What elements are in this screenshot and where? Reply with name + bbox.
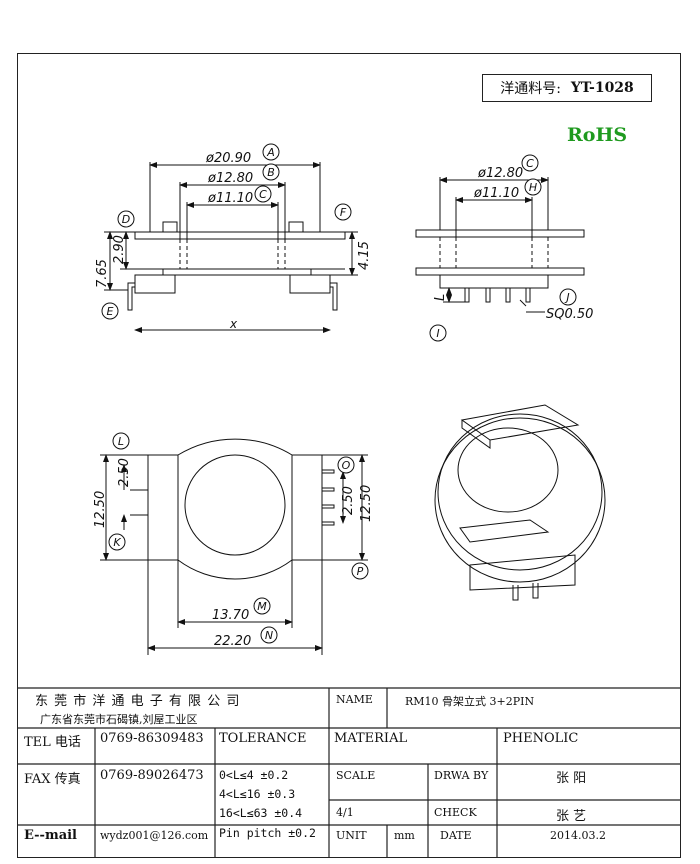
callout-circle-d: [117, 210, 135, 228]
callout-label-c: C: [526, 157, 534, 170]
date-value: 2014.03.2: [550, 829, 606, 842]
callout-circle-c: [254, 185, 272, 203]
tolerance-row-3: 16<L≤63 ±0.4: [219, 806, 303, 820]
callout-circle-k: [108, 533, 126, 551]
callout-circle-p: [351, 562, 369, 580]
callout-label-n: N: [265, 629, 273, 642]
fax-label: FAX 传真: [24, 772, 81, 787]
dim-L: L: [433, 294, 448, 301]
technical-drawing: ø20.90 ø12.80 ø11.10 ø12.80 ø11.10 7.65 …: [93, 143, 606, 655]
drawn-by-label: DRWA BY: [434, 769, 489, 782]
callout-label-m: M: [257, 600, 267, 613]
material-value: PHENOLIC: [503, 731, 579, 746]
email-label: E--mail: [24, 828, 77, 843]
callout-circle-h: [524, 178, 542, 196]
callout-circle-f: [334, 203, 352, 221]
callout-label-a: A: [266, 146, 275, 159]
bottom-view: [100, 438, 368, 655]
callout-circle-e: [101, 302, 119, 320]
dim-w22-20: 22.20: [214, 634, 251, 649]
callout-label-o: O: [342, 459, 351, 472]
email-value: wydz001@126.com: [100, 829, 209, 842]
callout-label-k: K: [113, 536, 121, 549]
scale-value: 4/1: [336, 806, 354, 819]
callout-circle-l: [112, 432, 130, 450]
callout-label-j: J: [564, 291, 569, 304]
dim-side-d12-80: ø12.80: [477, 166, 523, 181]
dim-v12-50-right: 12.50: [359, 485, 374, 522]
check-label: CHECK: [434, 806, 477, 819]
callout-circle-m: [253, 597, 271, 615]
callout-circle-a: [262, 143, 280, 161]
rohs-mark: RoHS: [567, 124, 628, 146]
callout-circle-i: [429, 324, 447, 342]
material-label: MATERIAL: [334, 731, 408, 746]
dim-h2-90: 2.90: [112, 235, 127, 264]
tolerance-row-1: 0<L≤4 ±0.2: [219, 768, 289, 782]
callout-label-b: B: [267, 166, 275, 179]
part-number-value: YT-1028: [570, 80, 634, 96]
fax-value: 0769-89026473: [100, 768, 204, 783]
dim-x: x: [229, 317, 238, 331]
callout-label-h: H: [529, 181, 537, 194]
dim-d20-90: ø20.90: [205, 151, 251, 166]
callout-circle-c: [521, 154, 539, 172]
part-number-label: 洋通料号:: [500, 81, 561, 97]
dim-w13-70: 13.70: [212, 608, 249, 623]
dim-side-d11-10: ø11.10: [473, 186, 519, 201]
company-address: 广东省东莞市石碣镇,刘屋工业区: [40, 713, 198, 726]
callout-label-d: D: [122, 213, 130, 226]
callout-circle-n: [260, 626, 278, 644]
date-label: DATE: [440, 829, 472, 842]
part-number-box: 洋通料号: YT-1028: [482, 74, 652, 102]
callout-circle-b: [262, 163, 280, 181]
callout-label-c: C: [259, 188, 267, 201]
callout-label-e: E: [107, 305, 114, 318]
dim-sq: SQ0.50: [546, 307, 593, 322]
tel-value: 0769-86309483: [100, 731, 204, 746]
tel-label: TEL 电话: [24, 735, 81, 750]
side-view: [415, 177, 585, 313]
company-name: 东 莞 市 洋 通 电 子 有 限 公 司: [35, 694, 241, 709]
dim-d12-80: ø12.80: [207, 171, 253, 186]
dim-v2-50-left: 2.50: [117, 458, 132, 487]
scale-label: SCALE: [336, 769, 376, 782]
iso-view: [434, 404, 606, 601]
dim-v12-50-left: 12.50: [93, 491, 108, 528]
unit-value: mm: [394, 829, 415, 842]
drawn-by-value: 张 阳: [556, 771, 587, 786]
name-value: RM10 骨架立式 3+2PIN: [405, 695, 535, 708]
check-value: 张 艺: [556, 809, 587, 824]
callout-circle-j: [559, 288, 577, 306]
name-label: NAME: [336, 693, 373, 706]
top-flange: [134, 231, 346, 240]
dim-v2-50-right: 2.50: [341, 486, 356, 515]
callout-label-l: L: [118, 435, 124, 448]
front-view: [104, 162, 358, 333]
dim-h4-15: 4.15: [357, 241, 372, 270]
tolerance-row-4: Pin pitch ±0.2: [219, 826, 316, 840]
dim-d11-10: ø11.10: [207, 191, 253, 206]
tolerance-row-2: 4<L≤16 ±0.3: [219, 787, 296, 801]
callout-label-i: I: [436, 327, 439, 340]
drawing-sheet-border: [17, 53, 681, 858]
unit-label: UNIT: [336, 829, 367, 842]
callout-label-p: P: [357, 565, 364, 578]
dim-h7-65: 7.65: [95, 259, 110, 288]
callout-circle-o: [337, 456, 355, 474]
tolerance-label: TOLERANCE: [219, 731, 307, 746]
callout-label-f: F: [340, 206, 347, 219]
